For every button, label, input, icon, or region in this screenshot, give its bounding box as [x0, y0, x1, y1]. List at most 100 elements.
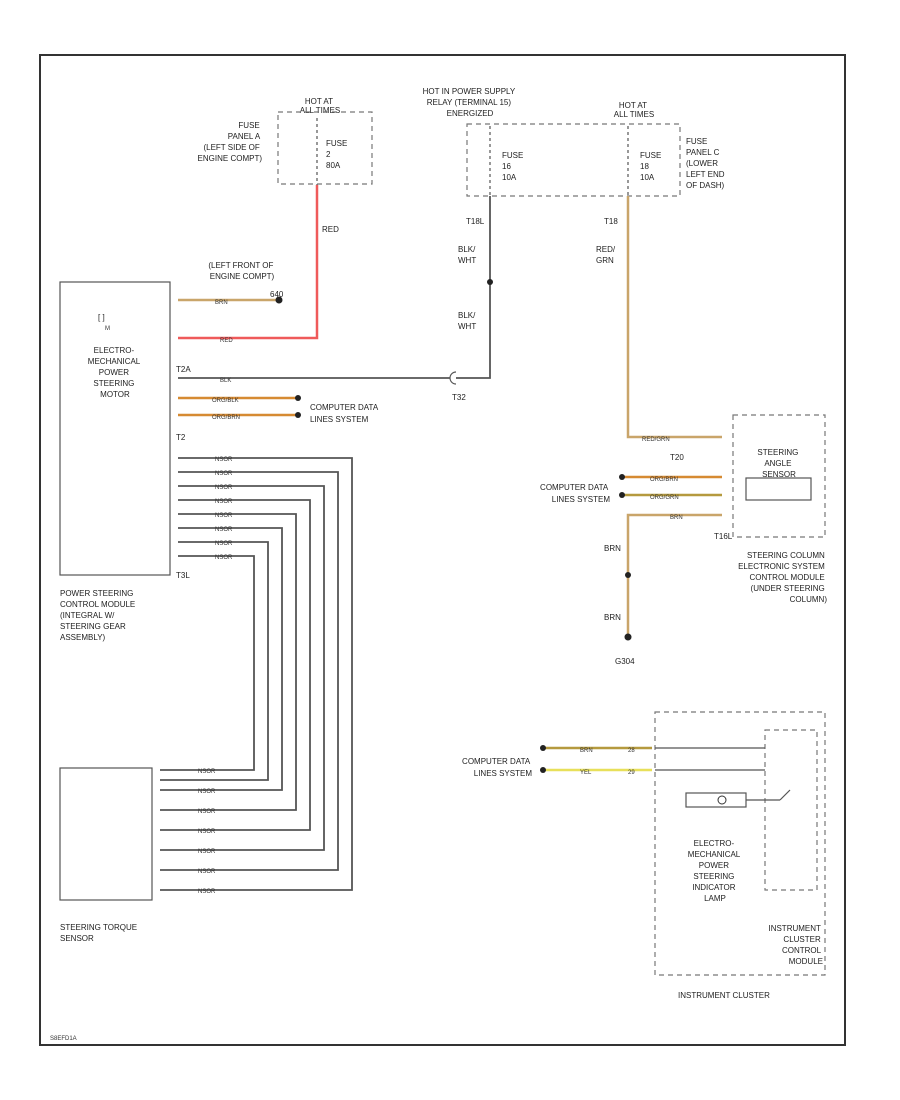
- connector-t3l: T3L: [176, 571, 190, 580]
- fuse-panel-c-label: FUSE PANEL C (LOWER LEFT END OF DASH): [686, 137, 727, 190]
- power-steering-module: [59, 281, 171, 576]
- wire-label-org-grn: ORG/GRN: [650, 495, 679, 501]
- wire-label-blk-motor: BLK: [220, 378, 231, 384]
- harness-wire-1: [160, 457, 353, 891]
- ic-control-module-box: [764, 729, 818, 891]
- harness-label: NSOR: [215, 499, 233, 505]
- arrow-dot-3: [619, 474, 625, 480]
- lamp-bulb: [717, 795, 727, 805]
- connector-t18-left: T18L: [466, 217, 485, 226]
- harness-wire-2: [160, 471, 339, 871]
- page-id: S8EFD1A: [50, 1036, 77, 1042]
- connector-t32-symbol: [449, 371, 457, 385]
- harness-label: NSOR: [215, 485, 233, 491]
- harness-label: NSOR: [198, 789, 216, 795]
- connector-t18-right: T18: [604, 217, 618, 226]
- wire-label-org-brn-1: ORG/BRN: [212, 415, 240, 421]
- wire-label-blk-wht-1: BLK/ WHT: [458, 245, 478, 265]
- harness-label: NSOR: [215, 541, 233, 547]
- steering-column-module-box: [732, 414, 826, 538]
- psm-module-label: POWER STEERING CONTROL MODULE (INTEGRAL …: [60, 589, 138, 642]
- pin-29: 29: [628, 770, 635, 776]
- connector-t32: T32: [452, 393, 466, 402]
- fuse-18-label: FUSE 18 10A: [640, 151, 664, 182]
- arrow-dot-4: [619, 492, 625, 498]
- fuse-2-label: FUSE 2 80A: [326, 139, 350, 170]
- connector-t2a: T2A: [176, 365, 191, 374]
- harness-label: NSOR: [198, 829, 216, 835]
- arrow-dot-2: [295, 412, 301, 418]
- ground-id-label: 640: [270, 290, 284, 299]
- computer-data-lines-3: COMPUTER DATA LINES SYSTEM: [462, 757, 532, 778]
- wire-blk-wht: [456, 196, 491, 379]
- steering-torque-sensor: [59, 767, 153, 901]
- wire-label-org-blk-1: ORG/BLK: [212, 398, 239, 404]
- wire-label-red-grn-2: RED/GRN: [642, 437, 670, 443]
- harness-label: NSOR: [198, 889, 216, 895]
- hot-at-all-times-right: HOT AT ALL TIMES: [614, 101, 654, 119]
- arrow-dot-1: [295, 395, 301, 401]
- harness-wire-7: [160, 541, 269, 781]
- harness-label: NSOR: [215, 555, 233, 561]
- wire-label-brn-a: BRN: [670, 515, 683, 521]
- harness-label: NSOR: [215, 513, 233, 519]
- wire-brn-ground-2: [626, 513, 722, 635]
- ground-g304: G304: [615, 657, 635, 666]
- wire-label-blk-wht-2: BLK/ WHT: [458, 311, 478, 331]
- lamp-switch: [779, 789, 791, 801]
- harness-label: NSOR: [198, 849, 216, 855]
- connector-t20: T20: [670, 453, 684, 462]
- wire-label-org-brn-2: ORG/BRN: [650, 477, 678, 483]
- splice-dot-brn: [625, 572, 631, 578]
- harness-label: NSOR: [215, 471, 233, 477]
- wire-label-brn-ground: BRN: [215, 300, 228, 306]
- steering-angle-sensor: [745, 477, 812, 501]
- harness-label: NSOR: [198, 869, 216, 875]
- arrow-dot-5: [540, 745, 546, 751]
- fuse-16-label: FUSE 16 10A: [502, 151, 526, 182]
- harness-wire-6: [160, 527, 283, 791]
- wire-label-yel: YEL: [580, 770, 592, 776]
- arrow-dot-6: [540, 767, 546, 773]
- harness-wire-5: [160, 513, 297, 811]
- harness-wire-4: [160, 499, 311, 831]
- motor-symbol: [ ]: [98, 313, 105, 322]
- fuse-panel-a-label: FUSE PANEL A (LEFT SIDE OF ENGINE COMPT): [198, 121, 263, 163]
- diagram-frame: [39, 54, 846, 1046]
- wire-label-red: RED: [322, 225, 339, 234]
- instrument-cluster-label: INSTRUMENT CLUSTER: [678, 991, 770, 1000]
- ground-location-label: (LEFT FRONT OF ENGINE COMPT): [208, 261, 275, 281]
- fuse-panel-c-box: [466, 123, 681, 197]
- wire-red-feed: [178, 185, 319, 340]
- harness-wire-8: [160, 555, 255, 771]
- steering-angle-label: STEERING ANGLE SENSOR: [757, 448, 800, 479]
- wire-red-grn: [626, 196, 722, 439]
- harness-label: NSOR: [215, 527, 233, 533]
- indicator-lamp-label: ELECTRO- MECHANICAL POWER STEERING INDIC…: [688, 839, 742, 903]
- connector-t2-psm: T2: [176, 433, 186, 442]
- torque-sensor-label: STEERING TORQUE SENSOR: [60, 923, 139, 943]
- indicator-lamp: [685, 792, 747, 808]
- ground-symbol-2: [624, 633, 632, 641]
- harness-label: NSOR: [198, 769, 216, 775]
- steering-motor-label: ELECTRO- MECHANICAL POWER STEERING MOTOR: [88, 346, 142, 399]
- instrument-cluster-box: [654, 711, 826, 976]
- splice-dot-blk: [487, 279, 493, 285]
- hot-in-power-supply-label: HOT IN POWER SUPPLY RELAY (TERMINAL 15) …: [423, 87, 518, 118]
- computer-data-lines-2: COMPUTER DATA LINES SYSTEM: [540, 483, 610, 504]
- ground-symbol: [275, 296, 283, 304]
- steering-column-module-label: STEERING COLUMN ELECTRONIC SYSTEM CONTRO…: [738, 551, 827, 604]
- ic-control-label: INSTRUMENT CLUSTER CONTROL MODULE: [768, 924, 823, 966]
- wire-label-red-2: RED: [220, 338, 233, 344]
- fuse-2-box: [277, 111, 373, 185]
- wire-label-brn-c: BRN: [604, 613, 621, 622]
- pin-28: 28: [628, 748, 635, 754]
- harness-wire-3: [160, 485, 325, 851]
- wire-label-brn-b: BRN: [604, 544, 621, 553]
- harness-label: NSOR: [198, 809, 216, 815]
- motor-symbol-m: M: [105, 326, 110, 332]
- wire-label-red-grn: RED/ GRN: [596, 245, 617, 265]
- computer-data-lines-1: COMPUTER DATA LINES SYSTEM: [310, 403, 380, 424]
- harness-label: NSOR: [215, 457, 233, 463]
